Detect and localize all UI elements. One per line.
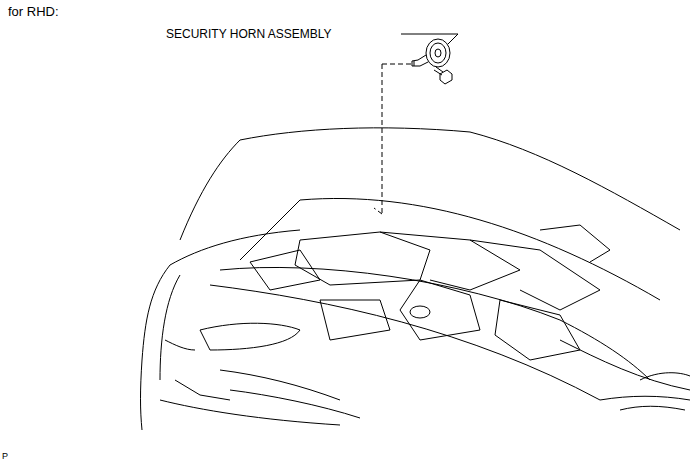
car-body [141, 128, 690, 430]
locator-dashed-line [374, 64, 412, 214]
part-name: SECURITY HORN ASSEMBLY [166, 28, 332, 40]
figure-code: P [2, 452, 8, 461]
heading: for RHD: [8, 5, 59, 18]
horn-symbol [412, 39, 450, 67]
bolt-symbol [434, 67, 452, 84]
